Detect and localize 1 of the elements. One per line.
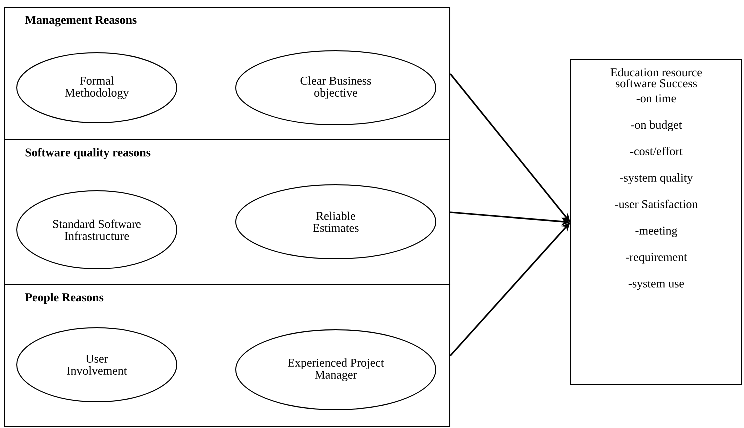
outcome-box: Education resource software Success -on time -on budget -cost/effort -system quality -user Satisfaction -meeting -requirement -system use bbox=[570, 60, 742, 386]
